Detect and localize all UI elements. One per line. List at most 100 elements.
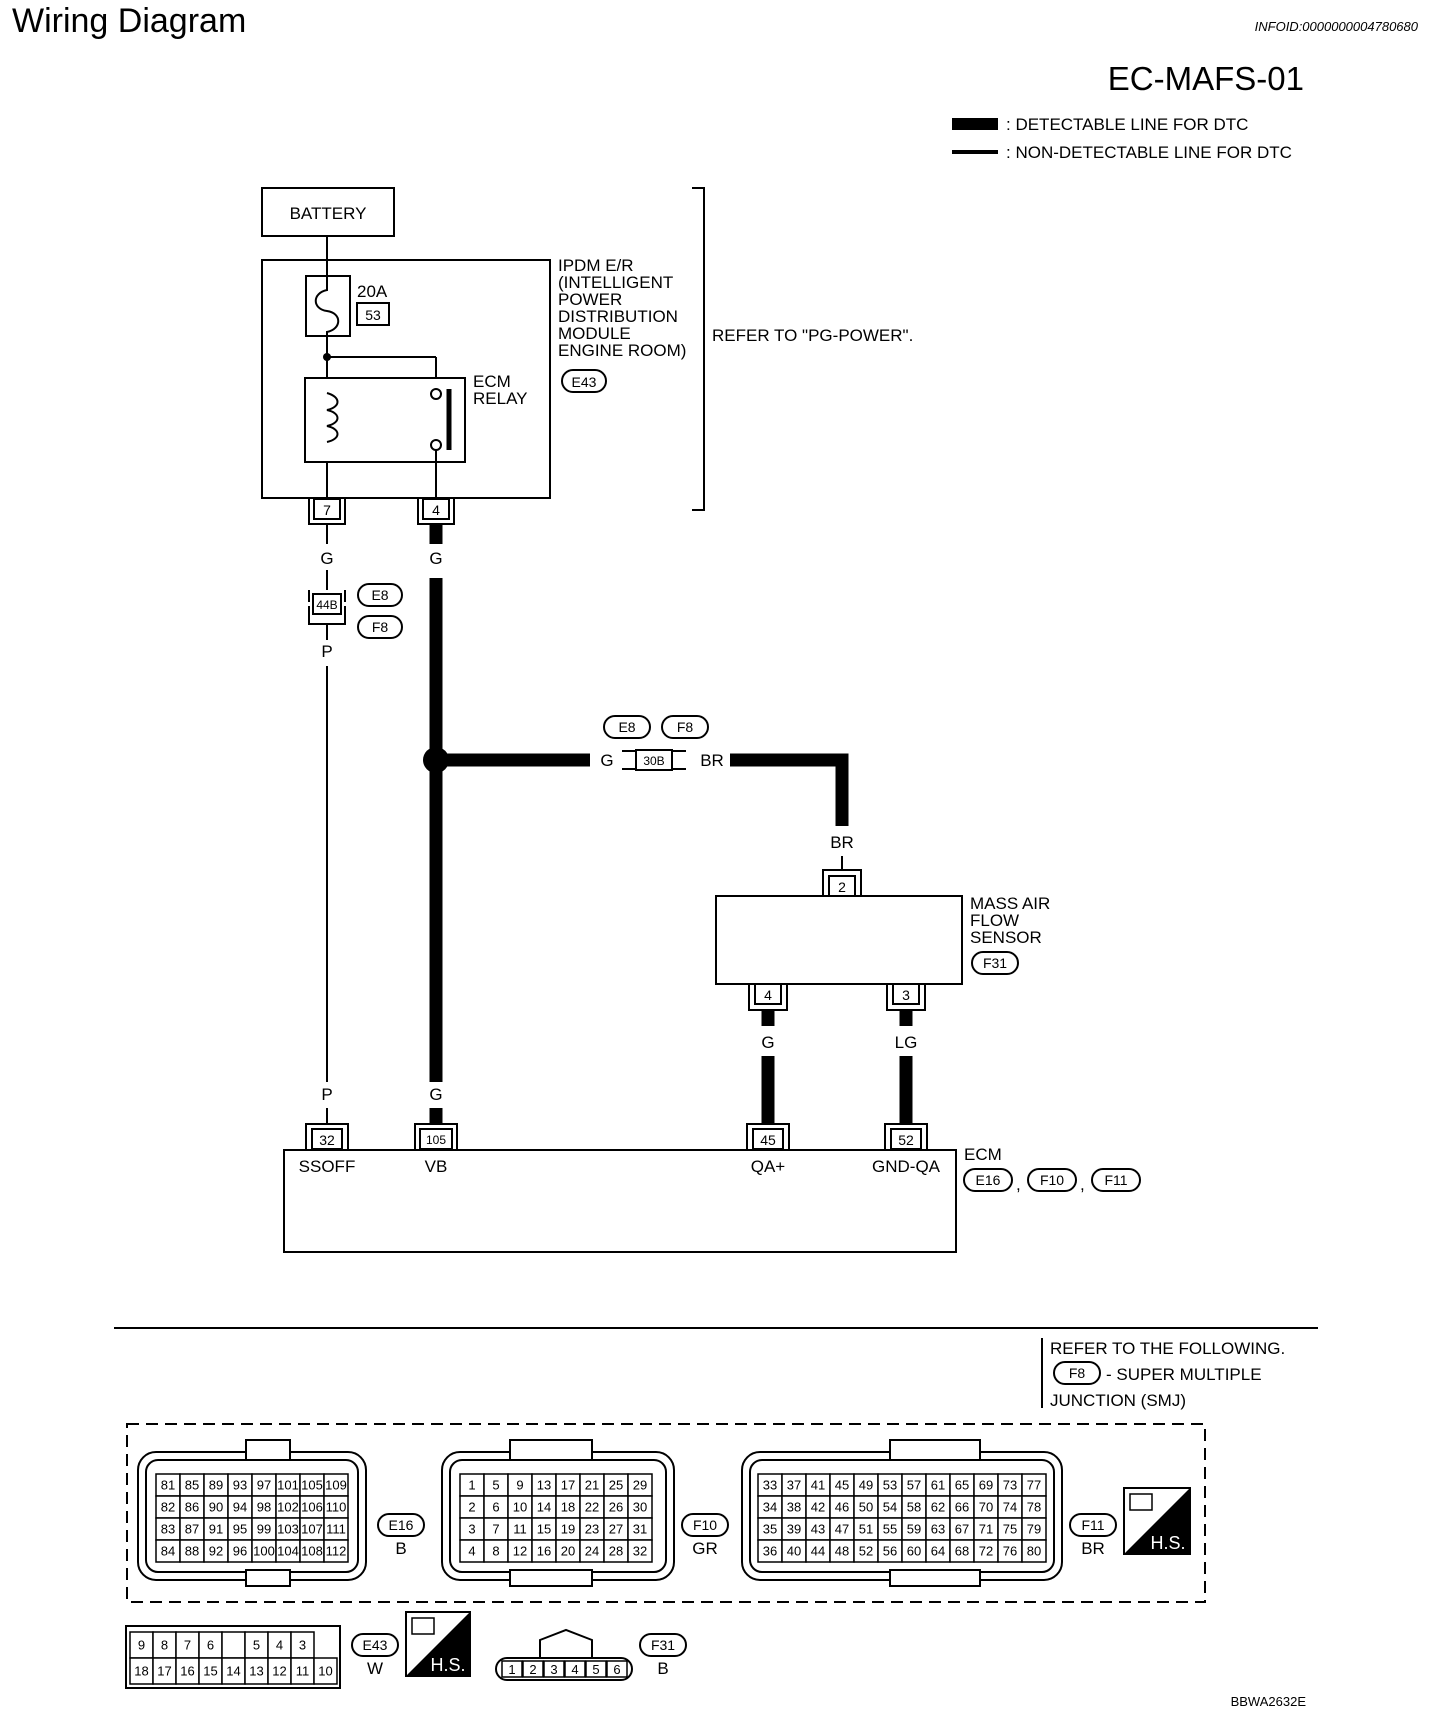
e16-connector-id: E16 — [389, 1517, 414, 1533]
ipdm-box: 20A 53 ECM RELAY IPDM E/R (INTELLIGENT P… — [261, 236, 686, 499]
ipdm-label-1: IPDM E/R — [558, 256, 634, 275]
mass-air-flow-sensor — [715, 895, 963, 985]
e16-pin-label: 90 — [209, 1500, 223, 1515]
e43-pin-label: 17 — [157, 1664, 171, 1679]
f11-pin-label: 44 — [811, 1544, 825, 1559]
refer-bracket — [692, 187, 705, 511]
ecm-relay-label-2: RELAY — [473, 389, 528, 408]
f10-pin-label: 9 — [516, 1478, 523, 1493]
smj-label: - SUPER MULTIPLE — [1106, 1365, 1262, 1384]
f11-pin-label: 41 — [811, 1478, 825, 1493]
f10-pin-label: 1 — [468, 1478, 475, 1493]
e43-connector-id: E43 — [363, 1637, 388, 1653]
f11-pin-label: 62 — [931, 1500, 945, 1515]
f11-pin-cell — [1021, 1539, 1047, 1563]
f11-pin-label: 57 — [907, 1478, 921, 1493]
e43-connector-color: W — [367, 1659, 383, 1678]
f10-pin-label: 26 — [609, 1500, 623, 1515]
ecm-comma-1: , — [1016, 1175, 1021, 1194]
f11-pin-label: 42 — [811, 1500, 825, 1515]
f10-pin-label: 21 — [585, 1478, 599, 1493]
f11-pin-label: 47 — [835, 1522, 849, 1537]
f10-pin-label: 11 — [513, 1522, 527, 1537]
f31-pin-label: 2 — [529, 1662, 536, 1677]
wire-color-br-2: BR — [830, 833, 854, 852]
battery-label: BATTERY — [290, 204, 367, 223]
f11-pin-label: 55 — [883, 1522, 897, 1537]
f11-pin-label: 72 — [979, 1544, 993, 1559]
e16-pin-label: 89 — [209, 1478, 223, 1493]
ecm-connector-f11: F11 — [1104, 1172, 1127, 1188]
f31-connector-id: F31 — [651, 1637, 675, 1653]
e16-pin-label: 103 — [277, 1522, 299, 1537]
f10-pin-label: 5 — [492, 1478, 499, 1493]
ipdm-label-3: POWER — [558, 290, 622, 309]
f10-connector-color: GR — [692, 1539, 718, 1558]
relay-contact-bottom — [430, 439, 442, 451]
f31-connector-color: B — [657, 1659, 668, 1678]
ecm-pin-ssoff: SSOFF — [299, 1157, 356, 1176]
e16-pin-label: 108 — [301, 1544, 323, 1559]
ipdm-connector: E43 — [572, 374, 597, 390]
e43-pin-label: 10 — [318, 1664, 332, 1679]
connector-e8-2: E8 — [618, 719, 635, 735]
e43-pin-label: 9 — [138, 1638, 145, 1653]
f11-pin-label: 73 — [1003, 1478, 1017, 1493]
reference-code: BBWA2632E — [1231, 1694, 1307, 1709]
f11-pin-label: 46 — [835, 1500, 849, 1515]
e16-pin-label: 88 — [185, 1544, 199, 1559]
f11-pin-label: 39 — [787, 1522, 801, 1537]
maf-label-1: MASS AIR — [970, 894, 1050, 913]
f11-pin-label: 80 — [1027, 1544, 1041, 1559]
f11-pin-label: 75 — [1003, 1522, 1017, 1537]
f10-pin-label: 3 — [468, 1522, 475, 1537]
maf-connector: F31 — [983, 955, 1007, 971]
ecm-box — [283, 1149, 957, 1253]
e16-pin-label: 81 — [161, 1478, 175, 1493]
e16-pin-label: 105 — [301, 1478, 323, 1493]
e16-pin-label: 93 — [233, 1478, 247, 1493]
f10-pin-label: 32 — [633, 1544, 647, 1559]
e16-pin-label: 95 — [233, 1522, 247, 1537]
ecm-terminal-105: 105 — [426, 1133, 446, 1147]
ipdm-terminal-7: 7 — [323, 502, 331, 518]
f10-pin-label: 8 — [492, 1544, 499, 1559]
f11-pin-label: 52 — [859, 1544, 873, 1559]
f11-pin-label: 50 — [859, 1500, 873, 1515]
f10-pin-label: 29 — [633, 1478, 647, 1493]
e16-pin-label: 110 — [326, 1500, 347, 1515]
e16-pin-label: 112 — [326, 1544, 347, 1559]
f10-pin-label: 24 — [585, 1544, 599, 1559]
ecm-connector-e16: E16 — [976, 1172, 1001, 1188]
f11-pin-label: 45 — [835, 1478, 849, 1493]
f11-pin-label: 78 — [1027, 1500, 1041, 1515]
legend: : DETECTABLE LINE FOR DTC : NON-DETECTAB… — [952, 115, 1292, 162]
maf-terminal-2: 2 — [838, 879, 846, 895]
hs-badge-icon-2: H.S. — [405, 1611, 471, 1677]
f31-pin-label: 4 — [571, 1662, 578, 1677]
e43-pin-label: 4 — [276, 1638, 283, 1653]
f31-pin-cell — [543, 1660, 565, 1678]
e16-pin-label: 97 — [257, 1478, 271, 1493]
legend-non-detectable: : NON-DETECTABLE LINE FOR DTC — [1006, 143, 1292, 162]
e43-pin-label: 13 — [249, 1664, 263, 1679]
ecm-relay-label-1: ECM — [473, 372, 511, 391]
e16-pin-label: 86 — [185, 1500, 199, 1515]
f11-pin-label: 70 — [979, 1500, 993, 1515]
legend-detectable: : DETECTABLE LINE FOR DTC — [1006, 115, 1248, 134]
f11-pin-label: 34 — [763, 1500, 777, 1515]
maf-terminal-4: 4 — [764, 987, 772, 1003]
connector-f8-1: F8 — [372, 619, 389, 635]
f10-pin-label: 19 — [561, 1522, 575, 1537]
connector-f8-2: F8 — [677, 719, 694, 735]
f11-connector-color: BR — [1081, 1539, 1105, 1558]
f11-pin-label: 43 — [811, 1522, 825, 1537]
f10-pin-label: 6 — [492, 1500, 499, 1515]
e16-pin-label: 85 — [185, 1478, 199, 1493]
ecm-comma-2: , — [1080, 1175, 1085, 1194]
e16-connector-color: B — [395, 1539, 406, 1558]
f11-connector-id: F11 — [1081, 1517, 1104, 1533]
f31-pin-cell — [564, 1660, 586, 1678]
